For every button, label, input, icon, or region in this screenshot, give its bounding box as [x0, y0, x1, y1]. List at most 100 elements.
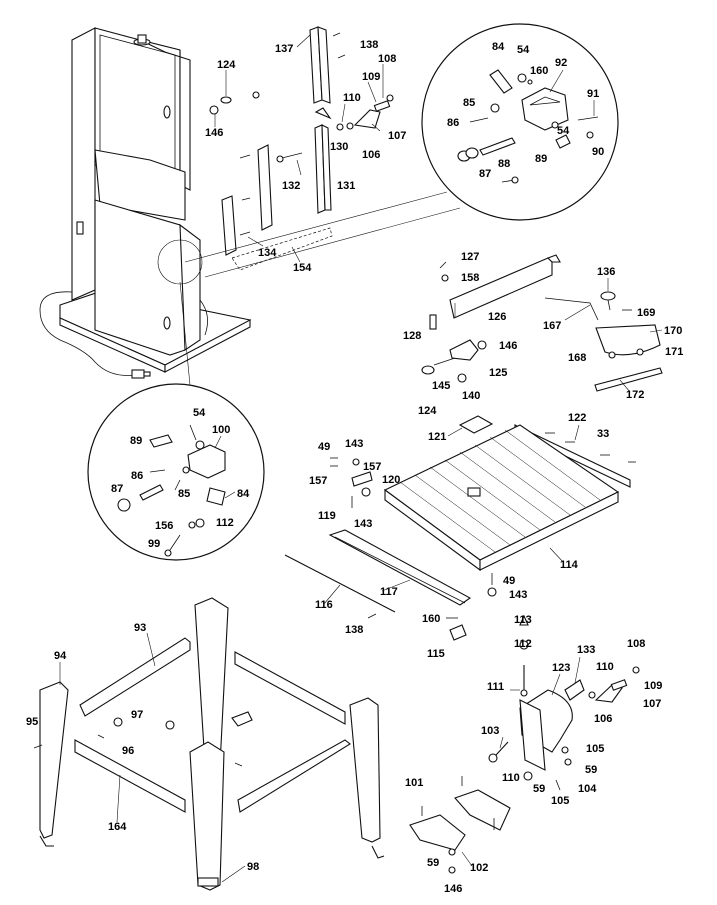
label-86: 86	[447, 117, 459, 129]
label-109: 109	[362, 71, 380, 83]
label-105: 105	[586, 743, 604, 755]
table-assembly	[383, 415, 636, 597]
label-59: 59	[585, 764, 597, 776]
label-59b: 59	[533, 783, 545, 795]
label-124: 124	[217, 59, 236, 71]
label-119: 119	[318, 510, 336, 522]
label-116: 116	[315, 599, 333, 611]
label-146: 146	[205, 127, 223, 139]
label-54c: 54	[193, 407, 206, 419]
label-104: 104	[578, 783, 597, 795]
label-146c: 146	[444, 883, 462, 895]
cover-parts	[409, 776, 511, 874]
bandsaw-frame	[59, 27, 252, 373]
label-130: 130	[330, 141, 348, 153]
label-107: 107	[388, 130, 406, 142]
label-106b: 106	[594, 713, 612, 725]
guide-rail-parts	[284, 529, 472, 619]
label-169: 169	[637, 307, 655, 319]
label-110b: 110	[596, 661, 614, 673]
label-170: 170	[664, 325, 682, 337]
upper-bearing-detail	[421, 23, 619, 221]
label-100: 100	[212, 424, 230, 436]
label-120: 120	[382, 474, 400, 486]
label-86b: 86	[131, 470, 143, 482]
label-96: 96	[122, 745, 134, 757]
part-number-labels: 137 138 124 108 109 146 110 107 130 106 …	[26, 39, 683, 895]
label-105b: 105	[551, 795, 569, 807]
label-128: 128	[403, 330, 421, 342]
label-111: 111	[487, 681, 504, 693]
lower-bearing-detail	[87, 383, 265, 561]
label-143: 143	[345, 438, 363, 450]
label-158: 158	[461, 272, 479, 284]
label-137: 137	[275, 43, 293, 55]
label-160b: 160	[422, 613, 440, 625]
label-145: 145	[432, 380, 450, 392]
label-59c: 59	[427, 857, 439, 869]
label-99: 99	[148, 538, 160, 550]
label-106: 106	[362, 149, 380, 161]
label-49: 49	[318, 441, 330, 453]
label-84: 84	[492, 41, 505, 53]
label-90: 90	[592, 146, 604, 158]
upper-guide-parts	[209, 26, 394, 271]
label-117: 117	[380, 586, 398, 598]
label-172: 172	[626, 389, 644, 401]
label-167: 167	[543, 320, 561, 332]
label-98: 98	[247, 861, 259, 873]
label-109b: 109	[644, 680, 662, 692]
label-93: 93	[134, 622, 146, 634]
label-87b: 87	[111, 483, 123, 495]
label-125: 125	[489, 367, 507, 379]
label-124b: 124	[418, 405, 437, 417]
lower-guide-parts	[488, 614, 640, 791]
power-cord	[39, 291, 151, 379]
label-133: 133	[577, 644, 595, 656]
label-89b: 89	[130, 435, 142, 447]
label-94: 94	[54, 650, 67, 662]
label-108b: 108	[627, 638, 645, 650]
label-134: 134	[258, 247, 277, 259]
label-114: 114	[560, 559, 579, 571]
label-146b: 146	[499, 340, 517, 352]
label-115: 115	[427, 648, 445, 660]
label-136: 136	[597, 266, 615, 278]
label-160: 160	[530, 65, 548, 77]
label-95: 95	[26, 716, 38, 728]
label-131: 131	[337, 180, 355, 192]
label-138b: 138	[345, 624, 363, 636]
label-112: 112	[216, 517, 234, 529]
label-127: 127	[461, 251, 479, 263]
label-157b: 157	[309, 475, 327, 487]
label-107b: 107	[643, 698, 661, 710]
lock-parts	[446, 617, 467, 641]
table-pivot-parts	[330, 457, 373, 508]
label-168: 168	[568, 352, 586, 364]
label-84b: 84	[237, 488, 250, 500]
label-132: 132	[282, 180, 300, 192]
label-156: 156	[155, 520, 173, 532]
leader-lines	[59, 34, 663, 883]
label-54b: 54	[557, 125, 570, 137]
label-33: 33	[597, 428, 609, 440]
label-126: 126	[488, 311, 506, 323]
label-97: 97	[131, 709, 143, 721]
label-121: 121	[428, 431, 446, 443]
label-89: 89	[535, 153, 547, 165]
label-171: 171	[665, 346, 683, 358]
label-110: 110	[343, 92, 361, 104]
fence-assembly	[421, 254, 663, 392]
label-164: 164	[108, 821, 127, 833]
label-103: 103	[481, 725, 499, 737]
label-140: 140	[462, 390, 480, 402]
label-92: 92	[555, 57, 567, 69]
label-143b: 143	[354, 518, 372, 530]
label-87: 87	[479, 168, 491, 180]
label-112b: 112	[514, 638, 532, 650]
label-138: 138	[360, 39, 378, 51]
label-123: 123	[552, 662, 570, 674]
label-154: 154	[293, 262, 312, 274]
